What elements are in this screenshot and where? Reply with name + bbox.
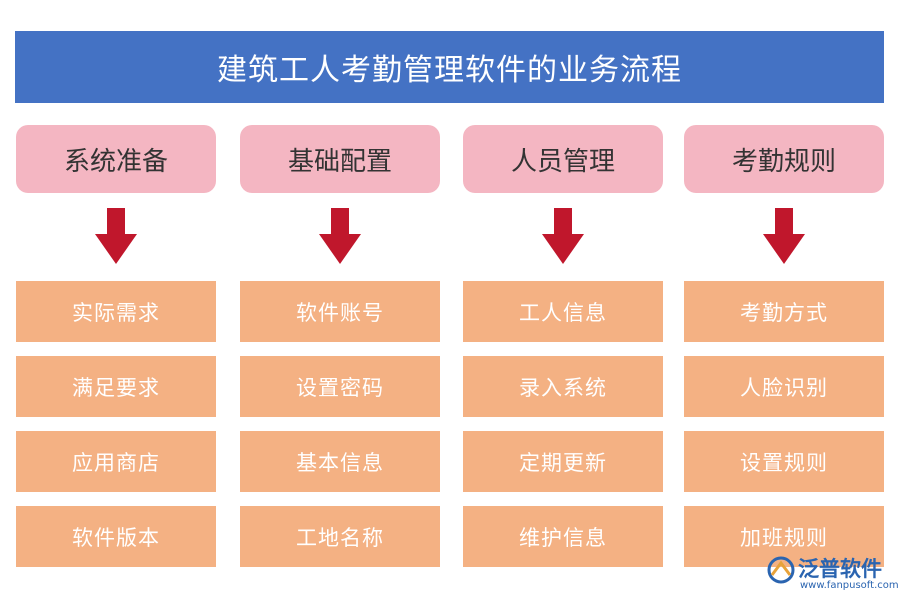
- flow-step: 维护信息: [463, 506, 663, 567]
- flow-step: 考勤方式: [684, 281, 884, 342]
- flow-step: 工地名称: [240, 506, 440, 567]
- flow-step: 工人信息: [463, 281, 663, 342]
- flow-step: 定期更新: [463, 431, 663, 492]
- flow-step: 软件版本: [16, 506, 216, 567]
- logo-name: 泛普软件: [798, 557, 882, 581]
- logo-url: www.fanpusoft.com: [800, 580, 899, 591]
- flow-step: 实际需求: [16, 281, 216, 342]
- flow-step: 满足要求: [16, 356, 216, 417]
- column-header: 系统准备: [16, 125, 216, 193]
- brand-logo: 泛普软件 www.fanpusoft.com: [766, 553, 899, 597]
- logo-icon: [767, 556, 795, 584]
- flow-step: 加班规则: [684, 506, 884, 567]
- flow-step: 录入系统: [463, 356, 663, 417]
- down-arrow-icon: [319, 208, 361, 266]
- column-header: 考勤规则: [684, 125, 884, 193]
- flow-step: 基本信息: [240, 431, 440, 492]
- diagram-title: 建筑工人考勤管理软件的业务流程: [15, 31, 884, 103]
- flow-step: 应用商店: [16, 431, 216, 492]
- flow-step: 设置规则: [684, 431, 884, 492]
- column-header: 人员管理: [463, 125, 663, 193]
- down-arrow-icon: [542, 208, 584, 266]
- flow-step: 软件账号: [240, 281, 440, 342]
- column-header: 基础配置: [240, 125, 440, 193]
- flow-step: 人脸识别: [684, 356, 884, 417]
- down-arrow-icon: [763, 208, 805, 266]
- flow-step: 设置密码: [240, 356, 440, 417]
- down-arrow-icon: [95, 208, 137, 266]
